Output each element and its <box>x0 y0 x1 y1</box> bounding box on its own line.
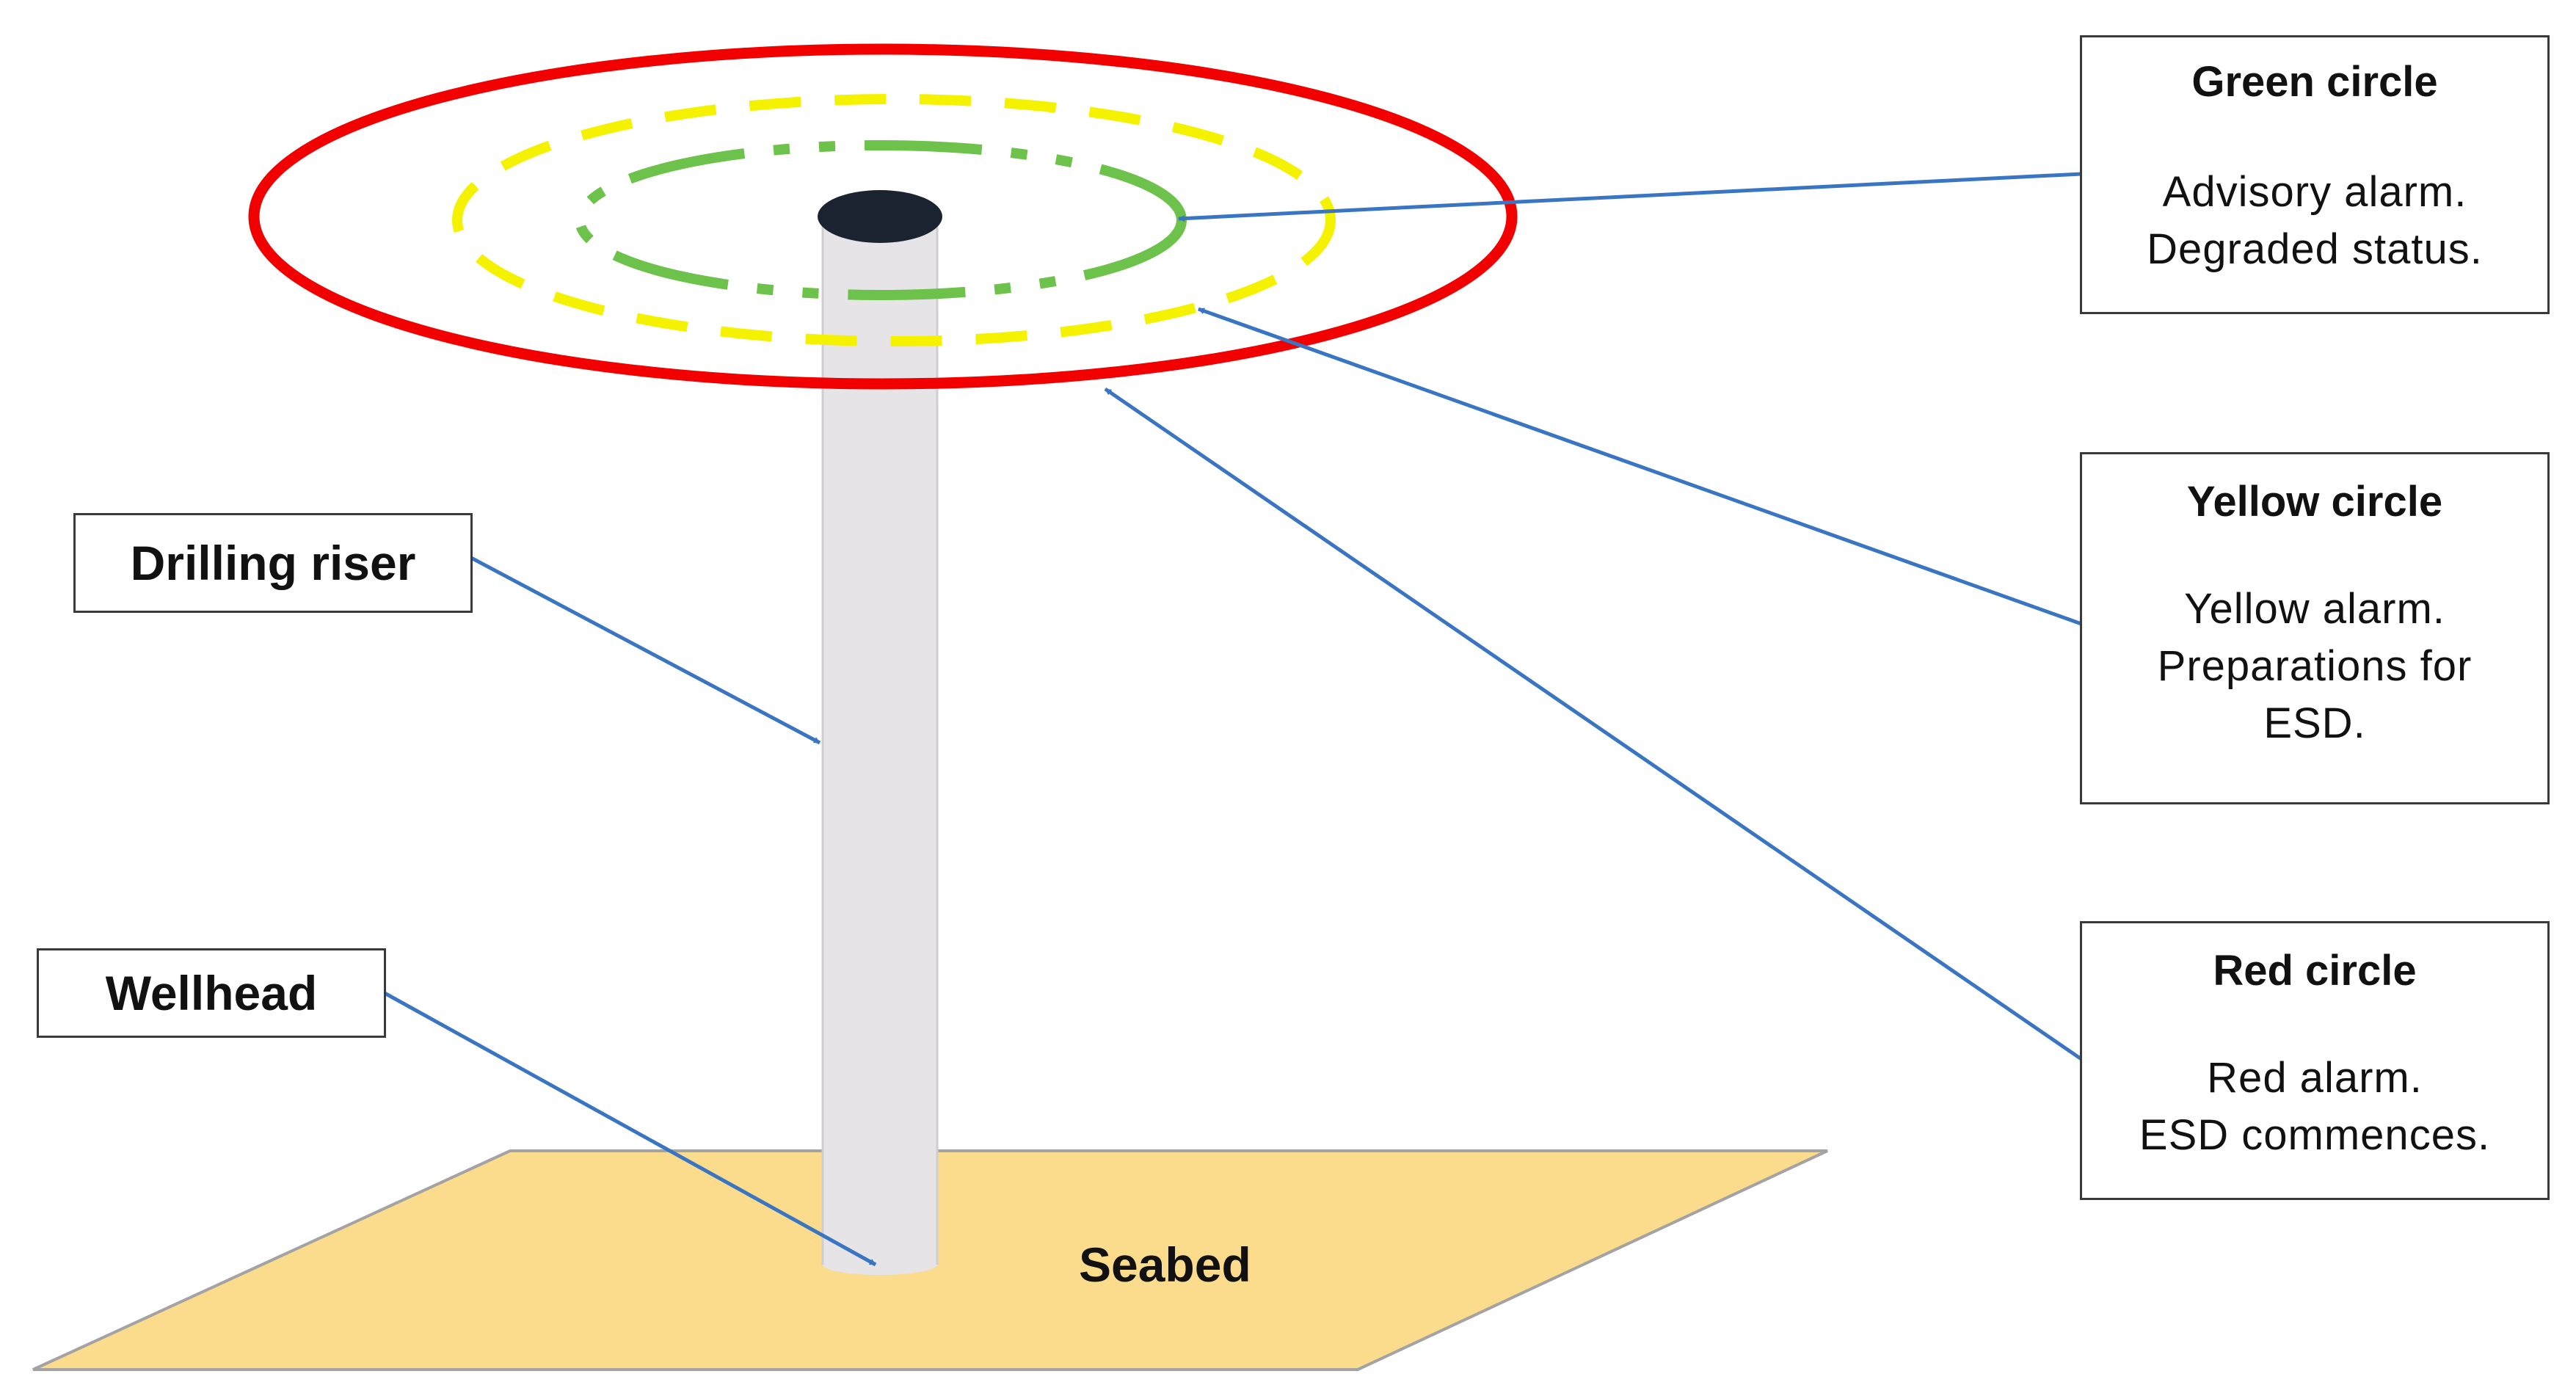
arrow-yellow <box>1198 307 2082 626</box>
green-circle-line-2: Degraded status. <box>2147 225 2483 273</box>
drilling-riser-label-box: Drilling riser <box>73 513 473 613</box>
red-circle-line-2: ESD commences. <box>2139 1111 2491 1159</box>
red-circle-title: Red circle <box>2213 947 2417 995</box>
red-circle-legend: Red circle Red alarm. ESD commences. <box>2080 921 2550 1200</box>
arrow-drilling-riser <box>470 556 821 745</box>
green-circle-title: Green circle <box>2191 58 2438 106</box>
wellhead-label-box: Wellhead <box>37 948 386 1038</box>
drilling-riser-label: Drilling riser <box>130 536 416 590</box>
drilling-riser-top <box>818 190 942 243</box>
red-circle <box>248 43 1518 390</box>
arrow-wellhead <box>383 991 877 1267</box>
seabed-label: Seabed <box>1079 1237 1251 1292</box>
arrow-green <box>1178 172 2082 222</box>
drilling-riser-base <box>823 1254 937 1275</box>
yellow-circle-title: Yellow circle <box>2186 478 2443 526</box>
drilling-riser-shaft <box>823 217 937 1265</box>
red-circle-line-1: Red alarm. <box>2207 1054 2423 1102</box>
yellow-circle-line-1: Yellow alarm. <box>2184 585 2445 633</box>
yellow-circle <box>452 94 1336 346</box>
yellow-circle-line-2: Preparations for <box>2157 642 2473 690</box>
wellhead-label: Wellhead <box>105 966 318 1020</box>
yellow-circle-legend: Yellow circle Yellow alarm. Preparations… <box>2080 452 2550 804</box>
arrow-red <box>1104 387 2083 1061</box>
yellow-circle-line-3: ESD. <box>2263 699 2366 747</box>
green-circle-legend: Green circle Advisory alarm. Degraded st… <box>2080 35 2550 314</box>
green-circle-line-1: Advisory alarm. <box>2162 168 2467 216</box>
